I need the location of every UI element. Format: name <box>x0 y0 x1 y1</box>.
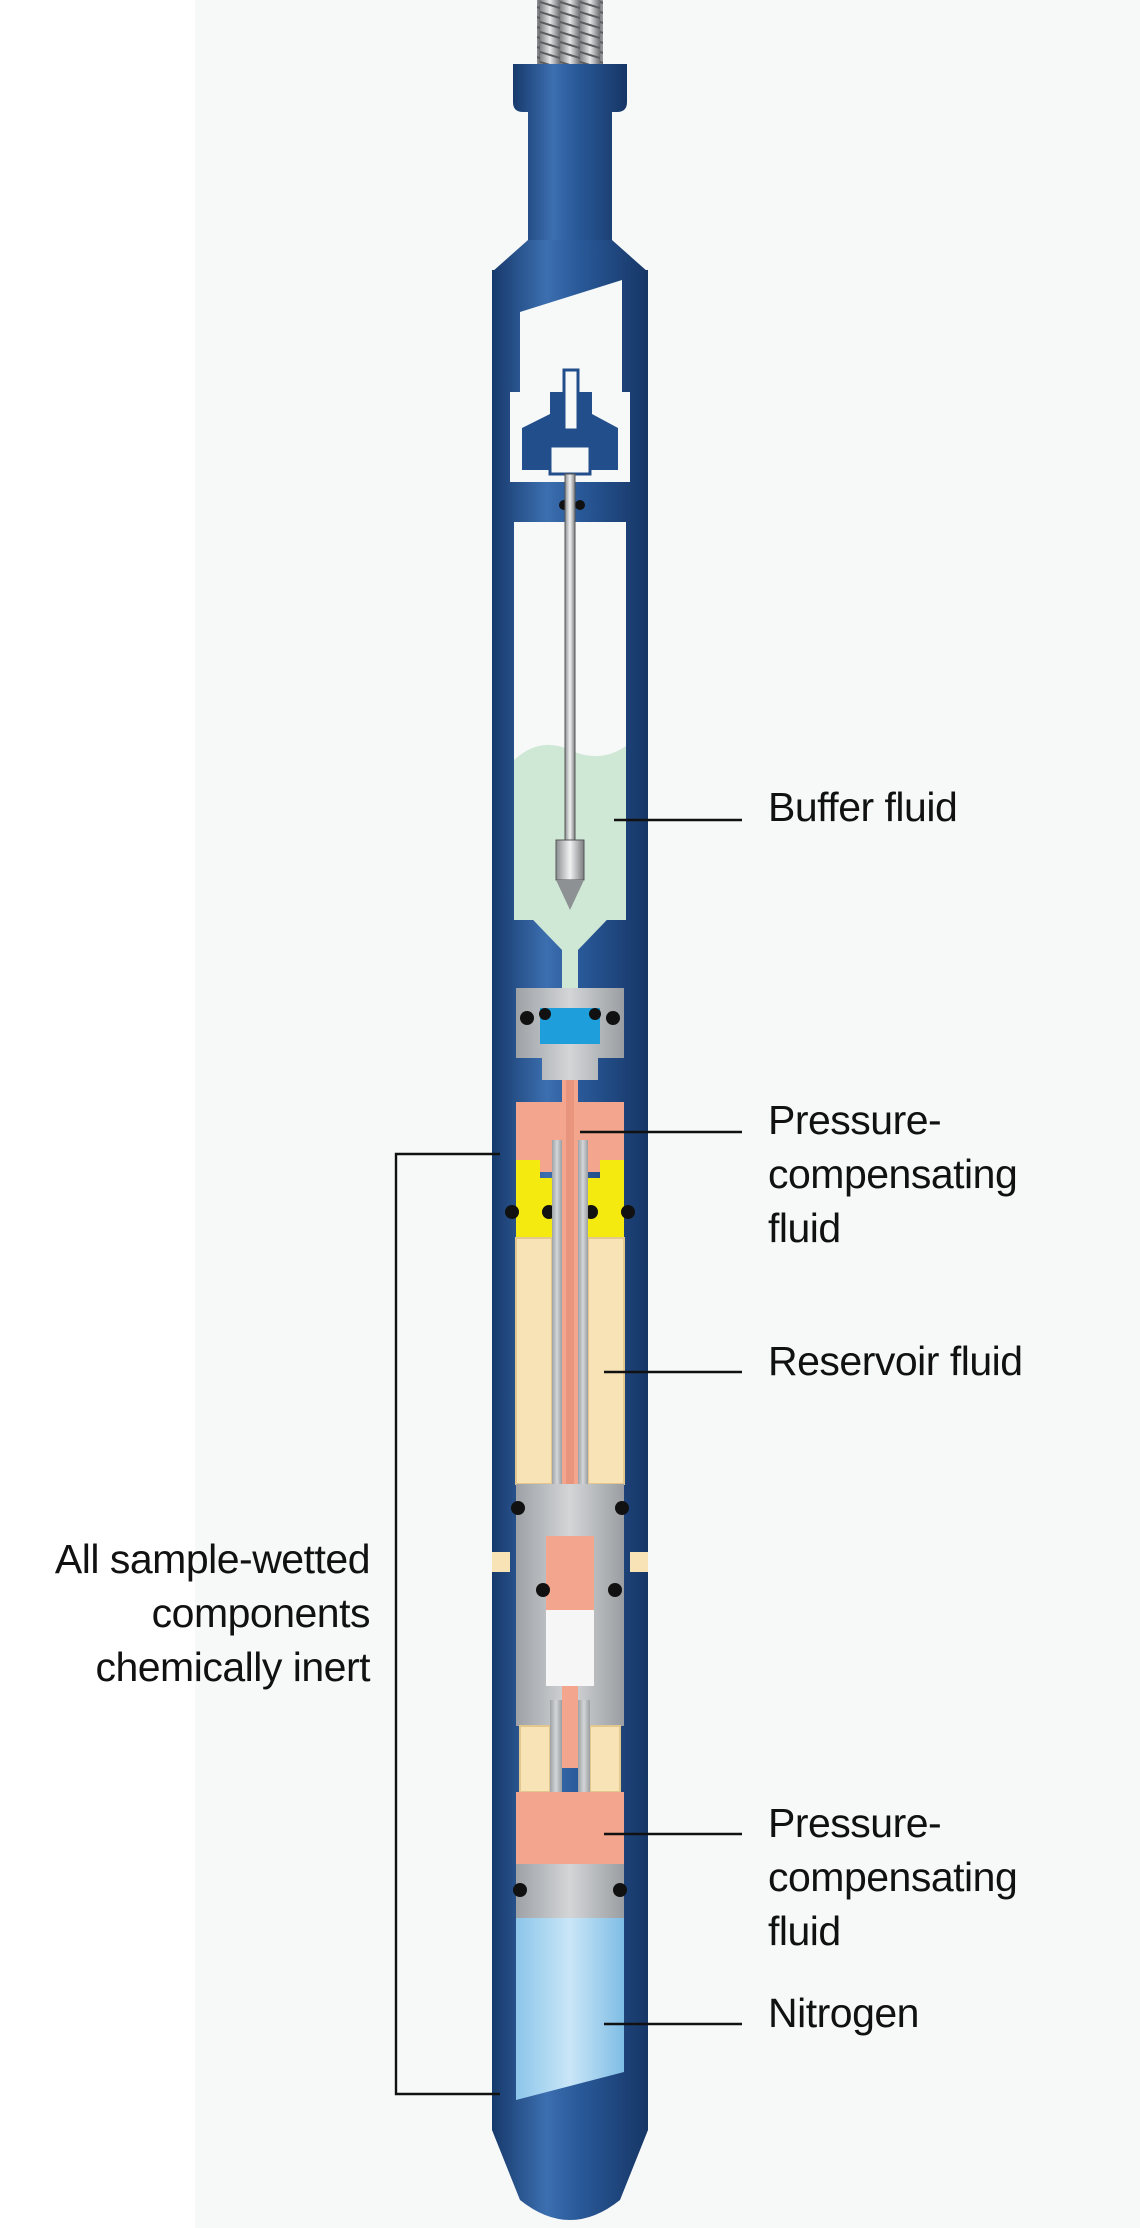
middle-housing <box>516 1484 624 1544</box>
valve-stem-top <box>562 368 580 432</box>
reservoir-fluid-left <box>515 1237 553 1485</box>
seal-left <box>516 1160 552 1238</box>
valve-rod <box>564 473 576 845</box>
lower-void <box>546 1610 594 1686</box>
label-pc-fluid-lower: Pressure- compensating fluid <box>768 1800 1018 1954</box>
top-fitting <box>513 64 627 240</box>
label-sample-wetted-note: All sample-wetted components chemically … <box>54 1536 371 1690</box>
label-buffer-fluid: Buffer fluid <box>768 784 958 830</box>
valve-oring <box>575 500 585 510</box>
label-nitrogen: Nitrogen <box>768 1990 919 2036</box>
top-thread <box>537 0 603 64</box>
body-top-taper <box>492 240 648 272</box>
bracket-sample-wetted <box>394 1152 500 2096</box>
background-panel <box>195 0 1140 2228</box>
label-pc-fluid-upper: Pressure- compensating fluid <box>768 1097 1018 1251</box>
lower-floating-piston <box>516 1864 624 1918</box>
valve-head <box>548 444 592 476</box>
reservoir-fluid-right <box>587 1237 625 1485</box>
rod-tip-cone <box>556 880 584 910</box>
rod-tip-body <box>555 839 585 881</box>
buffer-fluid-channel <box>514 900 626 990</box>
seal-right <box>588 1160 624 1238</box>
lower-pc-chamber <box>546 1536 594 1610</box>
nitrogen-chamber <box>516 1918 624 2100</box>
label-reservoir-fluid: Reservoir fluid <box>768 1338 1023 1384</box>
tool-nose <box>492 2094 648 2220</box>
pc-fluid-lower <box>516 1792 624 1864</box>
top-window <box>520 280 622 392</box>
